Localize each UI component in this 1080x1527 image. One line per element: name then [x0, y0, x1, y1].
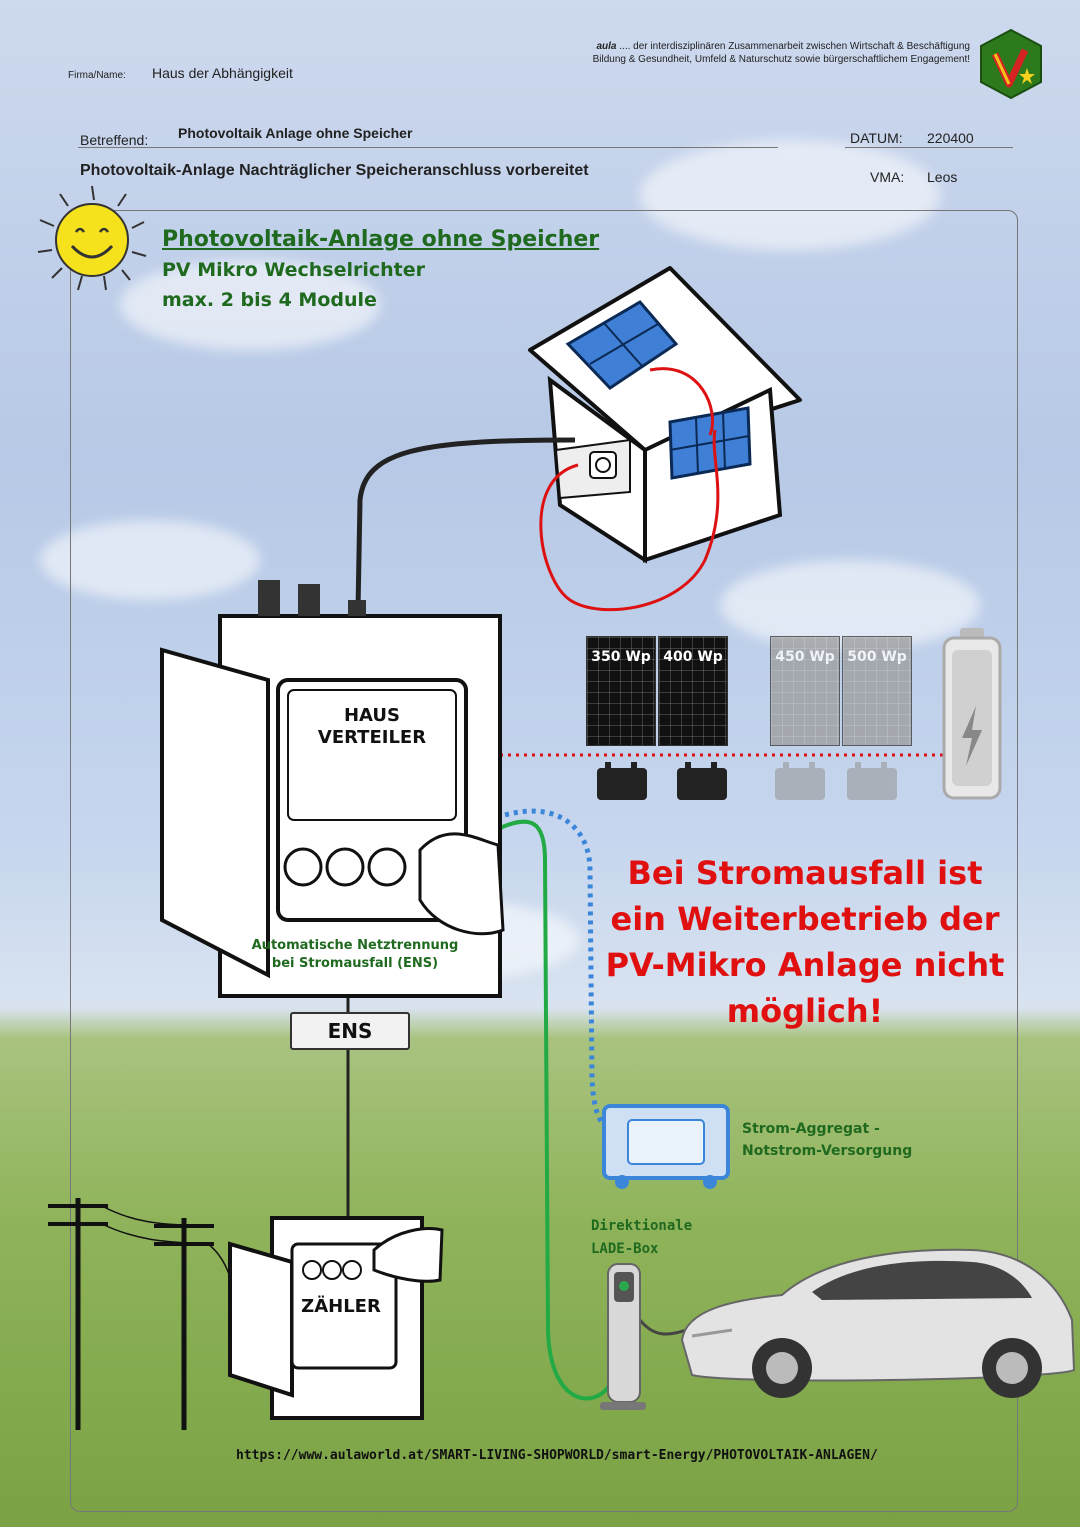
generator-icon [602, 1104, 730, 1189]
description: Photovoltaik-Anlage Nachträglicher Speic… [80, 162, 589, 179]
date-value: 220400 [927, 130, 974, 146]
house-icon [528, 266, 802, 564]
cloud [720, 560, 980, 650]
socket-icon [554, 438, 631, 500]
panel-label: 500 Wp [847, 649, 907, 665]
solar-panel-icon [565, 300, 679, 390]
generator-label: Strom-Aggregat - Notstrom-Versorgung [742, 1118, 912, 1162]
title-line3: max. 2 bis 4 Module [162, 289, 377, 311]
ens-note-line2: bei Stromausfall (ENS) [271, 956, 439, 971]
cloud [640, 140, 940, 250]
date-underline [845, 147, 1013, 148]
warning-line4: möglich! [726, 992, 884, 1030]
subject-underline [78, 147, 778, 148]
micro-inverter-row [597, 762, 897, 800]
pv-red-cable [539, 429, 720, 612]
warning-text: Bei Stromausfall ist ein Weiterbetrieb d… [595, 850, 1015, 1034]
tagline: aula .... der interdisziplinären Zusamme… [470, 40, 970, 66]
battery-icon [942, 628, 1002, 800]
company-value: Haus der Abhängigkeit [152, 65, 293, 81]
blue-dotted-cable [504, 808, 610, 1132]
electric-car-icon [680, 1248, 1076, 1398]
charger-line1: Direktionale [591, 1218, 693, 1234]
footer-url[interactable]: https://www.aulaworld.at/SMART-LIVING-SH… [236, 1448, 878, 1463]
micro-inverter-icon [597, 762, 647, 800]
house-feed-cable [355, 437, 576, 611]
panel-label: 400 Wp [663, 649, 723, 665]
solar-module-400: 400 Wp [658, 636, 728, 746]
title-line1: Photovoltaik-Anlage ohne Speicher [162, 227, 600, 252]
solar-module-450: 450 Wp [770, 636, 840, 746]
cloud [120, 260, 380, 350]
ens-note: Automatische Netztrennung bei Stromausfa… [240, 937, 470, 973]
subject-value: Photovoltaik Anlage ohne Speicher [178, 125, 413, 141]
panel-label: 350 Wp [591, 649, 651, 665]
title-line2: PV Mikro Wechselrichter [162, 259, 426, 281]
panel-label: 450 Wp [775, 649, 835, 665]
green-cable [499, 819, 614, 1401]
ens-box: ENS [290, 1012, 410, 1050]
sun-icon [37, 185, 147, 291]
distributor-line2: VERTEILER [317, 727, 427, 748]
date-label: DATUM: [850, 130, 903, 146]
subject-label: Betreffend: [80, 132, 149, 148]
generator-line2: Notstrom-Versorgung [742, 1143, 913, 1159]
ens-note-line1: Automatische Netztrennung [251, 938, 459, 953]
vma-label: VMA: [870, 169, 905, 185]
warning-line2: ein Weiterbetrieb der [610, 900, 1000, 938]
meter-box-icon [228, 1216, 444, 1420]
tagline-line1: .... der interdisziplinären Zusammenarbe… [619, 41, 970, 52]
cloud [40, 520, 260, 600]
power-pole-icon [48, 1198, 235, 1430]
micro-inverter-icon [677, 762, 727, 800]
charging-station-icon [600, 1263, 646, 1410]
warning-line3: PV-Mikro Anlage nicht [605, 946, 1005, 984]
solar-module-350: 350 Wp [586, 636, 656, 746]
tagline-brand: aula [596, 41, 617, 52]
tagline-line2: Bildung & Gesundheit, Umfeld & Naturschu… [592, 54, 970, 65]
solar-module-500: 500 Wp [842, 636, 912, 746]
micro-inverter-icon [847, 762, 897, 800]
charger-line2: LADE-Box [591, 1241, 659, 1257]
generator-line1: Strom-Aggregat - [742, 1121, 880, 1137]
micro-inverter-icon [775, 762, 825, 800]
warning-line1: Bei Stromausfall ist [627, 854, 983, 892]
distributor-line1: HAUS [343, 705, 401, 726]
distribution-box-icon [160, 580, 505, 998]
logo-icon [980, 28, 1042, 100]
charger-label: Direktionale LADE-Box [591, 1215, 692, 1261]
company-label: Firma/Name: [68, 70, 126, 81]
solar-panel-icon [668, 406, 752, 480]
distributor-label: HAUS VERTEILER [278, 705, 466, 749]
content-frame [70, 210, 1018, 1512]
vma-value: Leos [927, 169, 958, 185]
meter-label: ZÄHLER [301, 1296, 381, 1317]
